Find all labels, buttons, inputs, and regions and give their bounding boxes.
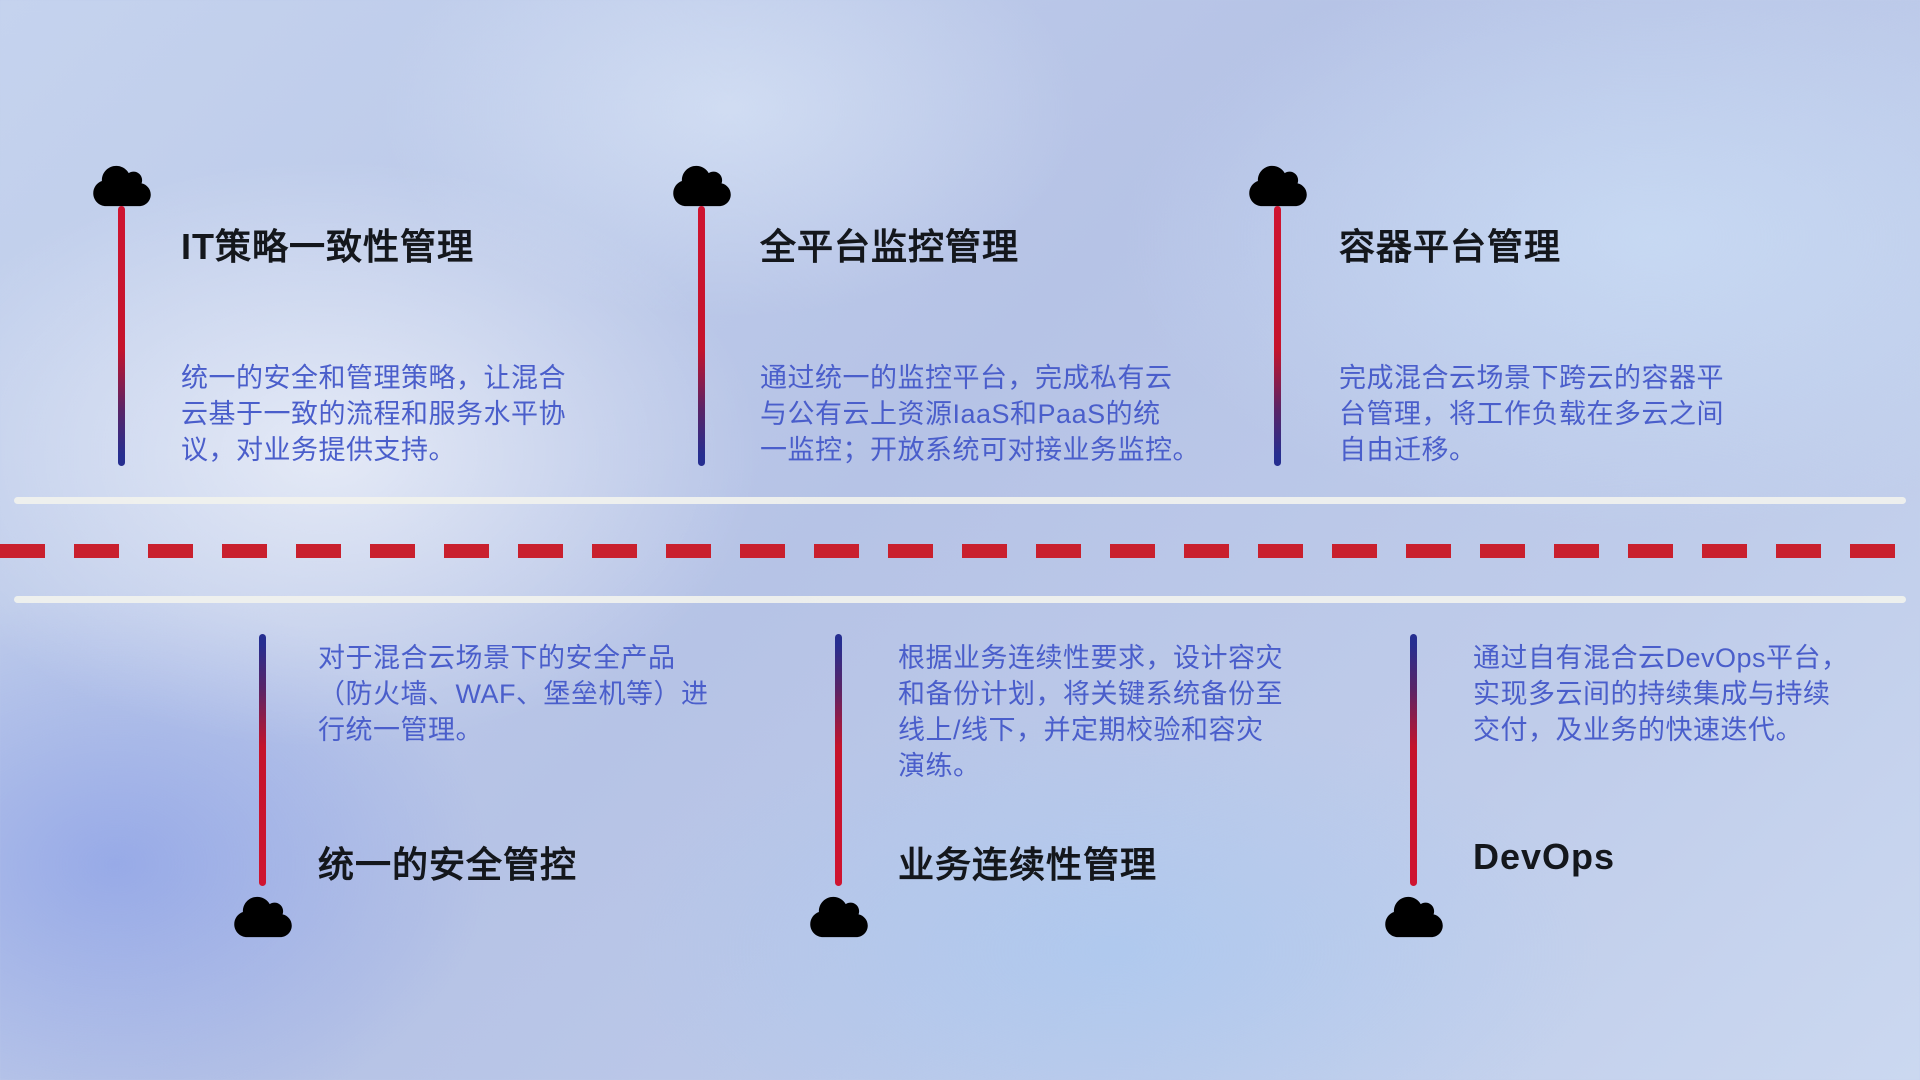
timeline-bar	[698, 206, 705, 466]
road-line-top	[14, 497, 1906, 504]
cloud-icon	[1385, 896, 1443, 938]
cloud-icon	[1249, 165, 1307, 207]
feature-title: 业务连续性管理	[898, 844, 1158, 885]
timeline-bar	[118, 206, 125, 466]
feature-title: 统一的安全管控	[318, 844, 578, 885]
feature-title: IT策略一致性管理	[181, 226, 474, 267]
cloud-icon	[234, 896, 292, 938]
feature-desc: 完成混合云场景下跨云的容器平 台管理，将工作负载在多云之间 自由迁移。	[1339, 363, 1724, 465]
feature-title: 全平台监控管理	[760, 226, 1020, 267]
feature-desc: 对于混合云场景下的安全产品 （防火墙、WAF、堡垒机等）进 行统一管理。	[318, 643, 709, 745]
feature-desc: 根据业务连续性要求，设计容灾 和备份计划，将关键系统备份至 线上/线下，并定期校…	[898, 643, 1283, 781]
road-dashed-line	[0, 544, 1920, 558]
feature-title: DevOps	[1473, 836, 1616, 877]
cloud-icon	[810, 896, 868, 938]
feature-desc: 统一的安全和管理策略，让混合 云基于一致的流程和服务水平协 议，对业务提供支持。	[181, 363, 566, 465]
timeline-bar	[835, 634, 842, 886]
timeline-bar	[1410, 634, 1417, 886]
feature-desc: 通过统一的监控平台，完成私有云 与公有云上资源IaaS和PaaS的统 一监控；开…	[760, 363, 1200, 465]
timeline-bar	[1274, 206, 1281, 466]
timeline-bar	[259, 634, 266, 886]
road-line-bottom	[14, 596, 1906, 603]
cloud-icon	[93, 165, 151, 207]
cloud-icon	[673, 165, 731, 207]
feature-title: 容器平台管理	[1339, 226, 1562, 267]
feature-desc: 通过自有混合云DevOps平台， 实现多云间的持续集成与持续 交付，及业务的快速…	[1473, 643, 1849, 745]
